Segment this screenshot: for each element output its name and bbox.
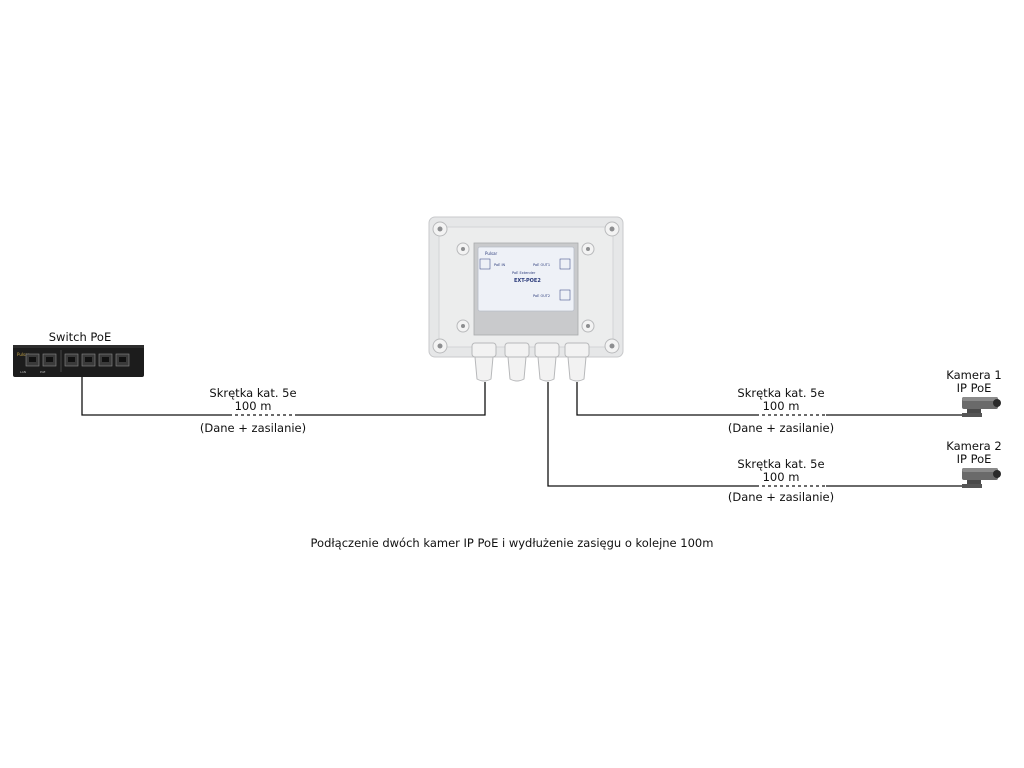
diagram-caption: Podłączenie dwóch kamer IP PoE i wydłuże… xyxy=(262,537,762,550)
cable-3-label: Skrętka kat. 5e 100 m (Dane + zasilanie) xyxy=(716,458,846,504)
cable-2-length: 100 m xyxy=(716,400,846,413)
switch-poe-device: Pulsar LAN PoE xyxy=(13,345,144,377)
switch-label: Switch PoE xyxy=(40,331,120,344)
camera-2-icon xyxy=(962,468,1001,488)
camera-1-type: IP PoE xyxy=(934,382,1014,395)
extender-enclosure: Pulsar PoE Extender EXT-POE2 PoE IN PoE … xyxy=(429,217,623,357)
extender-output2-label: PoE OUT2 xyxy=(533,294,550,298)
cable-1-label: Skrętka kat. 5e 100 m (Dane + zasilanie) xyxy=(188,387,318,435)
camera-1-label: Kamera 1 IP PoE xyxy=(934,369,1014,395)
camera-2-type: IP PoE xyxy=(934,453,1014,466)
cable-2-label: Skrętka kat. 5e 100 m (Dane + zasilanie) xyxy=(716,387,846,435)
extender-output1-label: PoE OUT1 xyxy=(533,263,550,267)
cable-1-length: 100 m xyxy=(188,400,318,413)
switch-port-label-poe: PoE xyxy=(40,370,46,374)
extender-input-label: PoE IN xyxy=(494,263,505,267)
extender-model: EXT-POE2 xyxy=(514,278,541,284)
camera-2-label: Kamera 2 IP PoE xyxy=(934,440,1014,466)
cable-2-description: (Dane + zasilanie) xyxy=(716,422,846,435)
switch-port-label-lan: LAN xyxy=(20,370,26,374)
cable-3-description: (Dane + zasilanie) xyxy=(716,491,846,504)
camera-1-icon xyxy=(962,397,1001,417)
cable-3-length: 100 m xyxy=(716,471,846,484)
cable-1-description: (Dane + zasilanie) xyxy=(188,422,318,435)
extender-brand: Pulsar xyxy=(485,251,498,256)
extender-type: PoE Extender xyxy=(512,271,536,275)
